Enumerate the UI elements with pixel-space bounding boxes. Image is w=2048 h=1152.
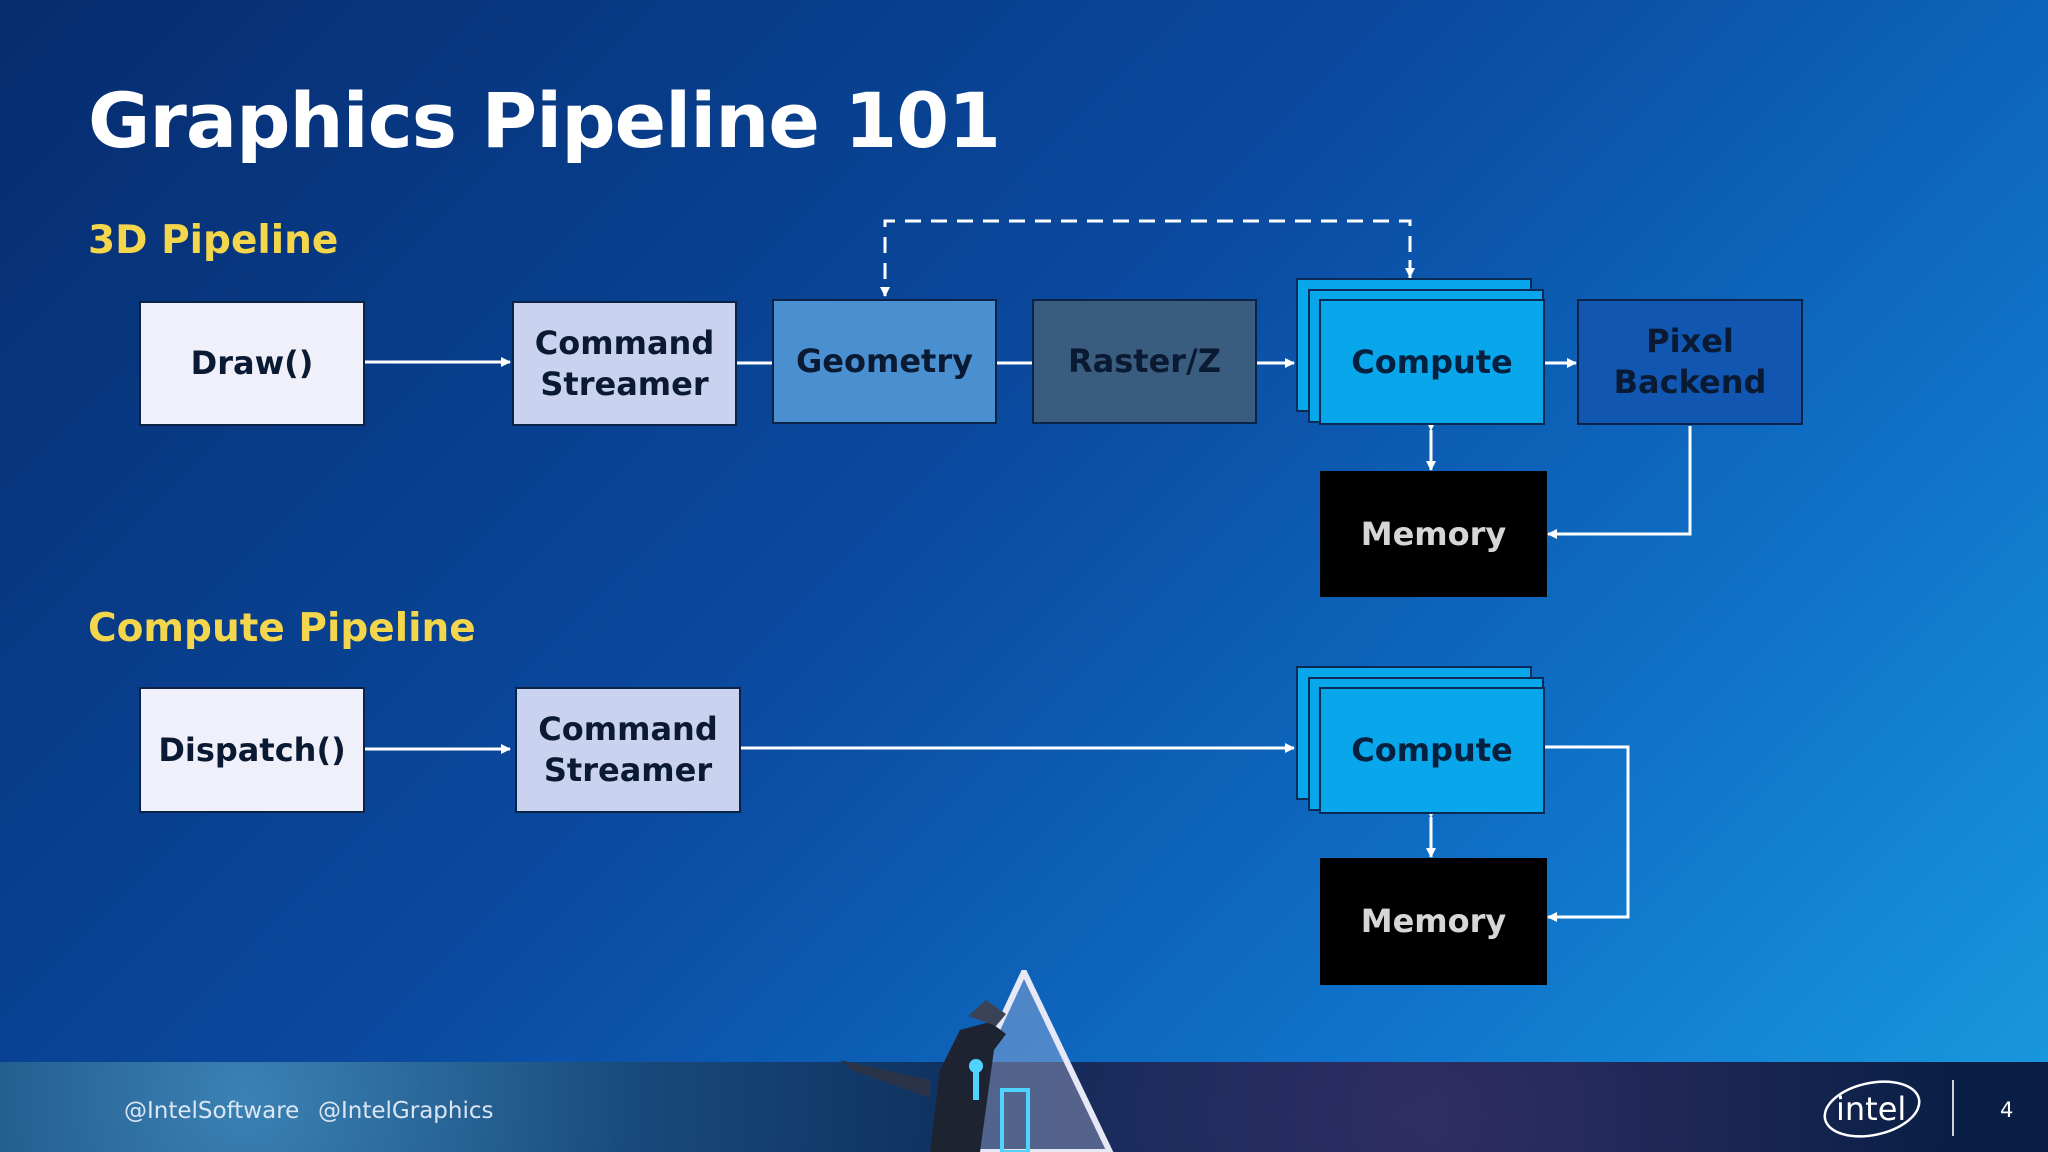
box-pixel-backend-line1: Pixel (1646, 322, 1734, 360)
game-character-art (840, 970, 1114, 1152)
box-draw: Draw() (139, 301, 365, 426)
box-dispatch: Dispatch() (139, 687, 365, 813)
box-raster-z-label: Raster/Z (1068, 342, 1221, 380)
box-command-streamer-compute-line2: Streamer (543, 751, 713, 789)
footer-handle-intel-graphics: @IntelGraphics (318, 1098, 494, 1124)
box-compute-3d-label: Compute (1351, 342, 1513, 381)
box-command-streamer-compute: Command Streamer (515, 687, 741, 813)
box-pixel-backend: Pixel Backend (1577, 299, 1803, 425)
box-draw-label: Draw() (190, 344, 314, 382)
box-command-streamer-3d-line2: Streamer (540, 364, 709, 403)
box-command-streamer-3d: Command Streamer (512, 301, 737, 426)
box-geometry-label: Geometry (796, 342, 973, 380)
arrow-compute-to-memory-loop (1545, 745, 1630, 922)
section-heading-compute-pipeline: Compute Pipeline (88, 606, 476, 651)
box-memory-compute-pipeline: Memory (1320, 858, 1547, 985)
footer-divider (1952, 1080, 1954, 1136)
box-raster-z: Raster/Z (1032, 299, 1257, 424)
box-compute-3d: Compute (1319, 299, 1545, 425)
intel-logo-text: intel (1836, 1090, 1906, 1128)
slide-title: Graphics Pipeline 101 (88, 76, 1001, 165)
intel-logo-icon: intel (1823, 1080, 1921, 1138)
page-number: 4 (2000, 1098, 2014, 1122)
box-command-streamer-3d-line1: Command (534, 323, 715, 362)
box-memory-compute-pipeline-label: Memory (1360, 902, 1507, 940)
box-pixel-backend-line2: Backend (1613, 363, 1767, 401)
box-memory-3d-label: Memory (1360, 514, 1507, 553)
box-dispatch-label: Dispatch() (158, 730, 346, 769)
box-memory-3d: Memory (1320, 471, 1547, 597)
footer-banner (0, 1062, 2048, 1152)
box-command-streamer-compute-line1: Command (538, 710, 718, 748)
box-compute-compute-pipeline-label: Compute (1351, 731, 1513, 769)
box-compute-compute-pipeline: Compute (1319, 687, 1545, 814)
arrow-pixel-backend-to-memory (1547, 426, 1692, 539)
footer-handle-intel-software: @IntelSoftware (124, 1098, 300, 1124)
section-heading-3d-pipeline: 3D Pipeline (88, 218, 339, 263)
box-geometry: Geometry (772, 299, 997, 424)
dashed-feedback-compute-to-geometry (880, 219, 1412, 297)
